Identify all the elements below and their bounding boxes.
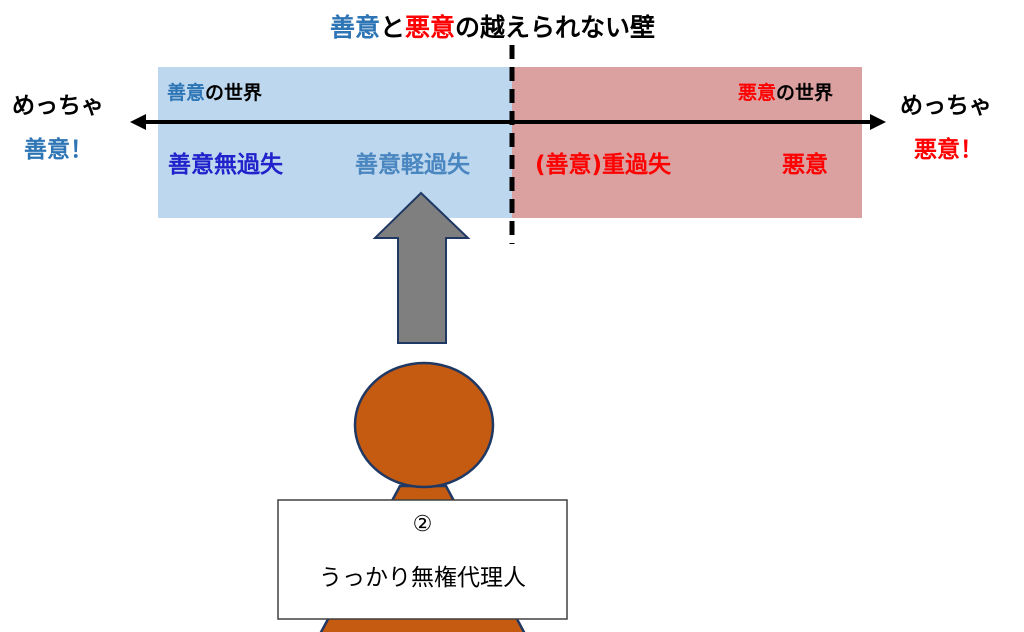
good-world-label: 善意の世界	[167, 78, 262, 105]
category-slight-negligence: 善意軽過失	[355, 152, 470, 178]
person-number: ②	[412, 512, 433, 537]
diagram-title: 善意と悪意の越えられない壁	[330, 8, 655, 44]
right-end-line1: めっちゃ	[900, 93, 992, 119]
world-word: の世界	[205, 82, 263, 104]
person-label: うっかり無権代理人	[319, 565, 526, 591]
category-no-negligence: 善意無過失	[168, 152, 283, 178]
left-end-line1: めっちゃ	[12, 93, 104, 119]
bad-world-label: 悪意の世界	[738, 78, 833, 105]
title-and: と	[380, 13, 406, 42]
category-bad-faith: 悪意	[782, 152, 828, 178]
title-bad: 悪意	[405, 13, 456, 42]
title-rest: の越えられない壁	[455, 13, 656, 42]
category-gross-negligence: (善意)重過失	[535, 152, 672, 178]
good-word: 善意	[167, 82, 206, 104]
axis-left-arrowhead	[130, 114, 146, 130]
good-zone	[158, 67, 512, 218]
bad-word: 悪意	[738, 82, 777, 104]
bad-zone	[512, 67, 862, 218]
title-good: 善意	[330, 13, 381, 42]
world-word: の世界	[776, 82, 834, 104]
person-label-box	[277, 499, 568, 620]
right-end-line2: 悪意！	[914, 137, 983, 163]
person-head	[353, 361, 495, 489]
left-end-line2: 善意！	[24, 137, 93, 163]
up-arrow	[372, 191, 471, 344]
axis-right-arrowhead	[870, 114, 886, 130]
